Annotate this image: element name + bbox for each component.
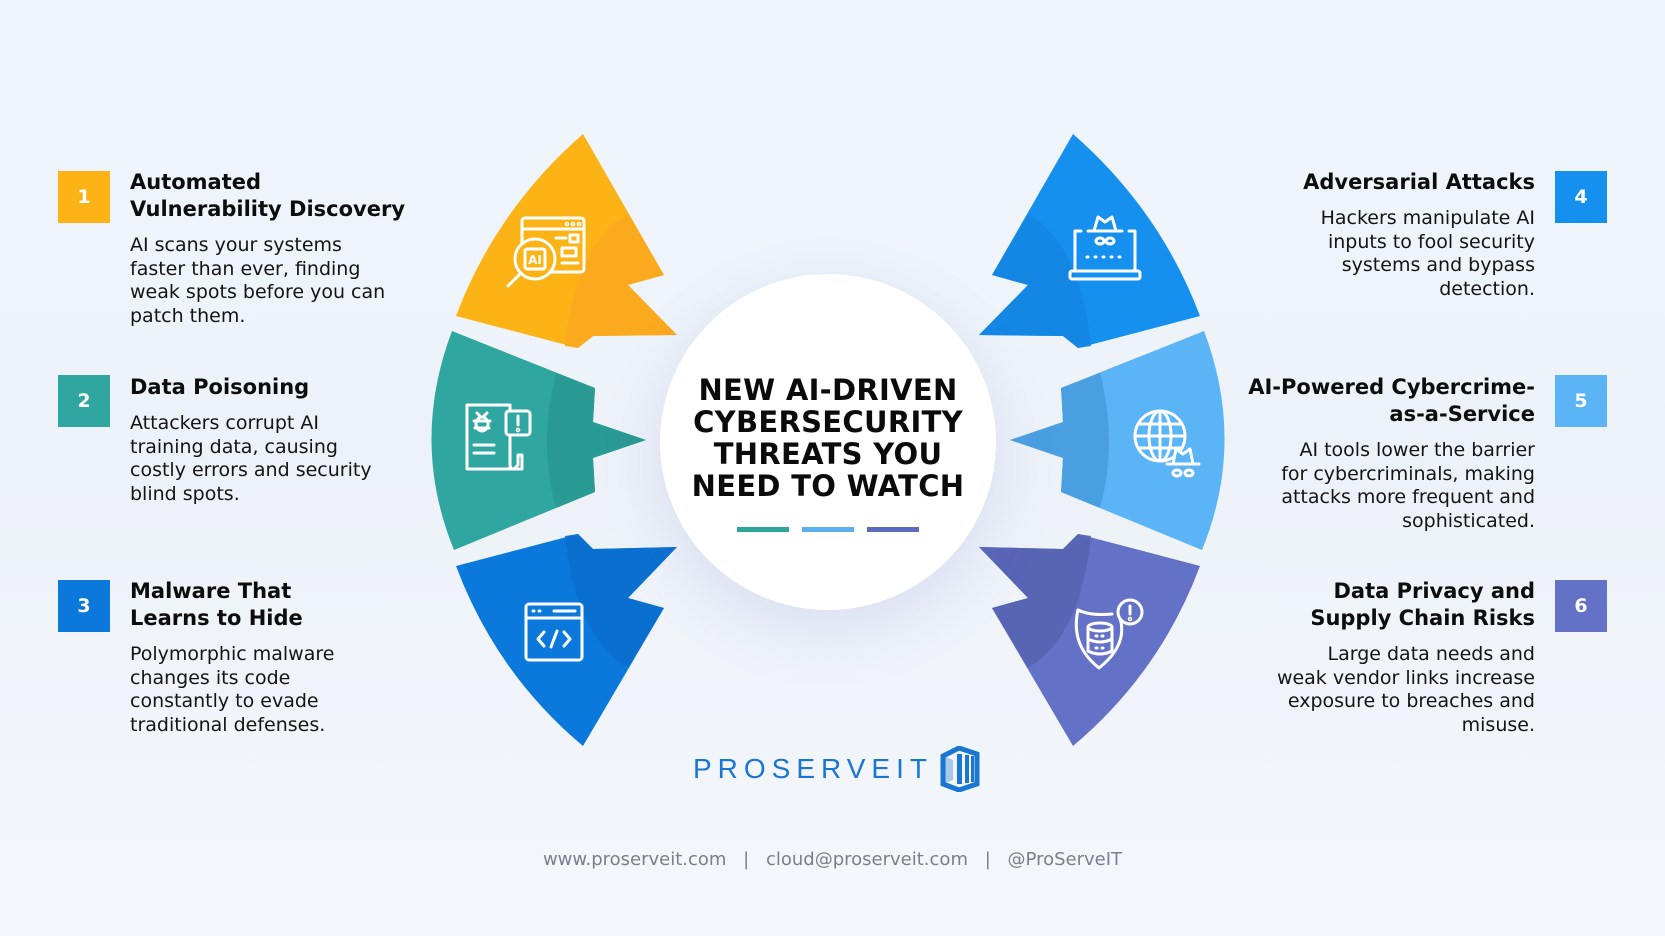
dash-indigo bbox=[867, 527, 919, 532]
footer-handle[interactable]: @ProServeIT bbox=[1007, 849, 1123, 870]
number-badge-5: 5 bbox=[1555, 375, 1607, 427]
brand-hexagon-icon bbox=[940, 746, 980, 792]
dash-light-blue bbox=[802, 527, 854, 532]
shield-database-alert-icon bbox=[1074, 598, 1144, 670]
bug-document-alert-icon bbox=[465, 403, 532, 471]
number-badge-1: 1 bbox=[58, 171, 110, 223]
code-window-icon bbox=[524, 602, 584, 662]
petal-1 bbox=[456, 134, 677, 348]
dash-teal bbox=[737, 527, 789, 532]
footer-contact: www.proserveit.com | cloud@proserveit.co… bbox=[0, 849, 1665, 870]
footer-email[interactable]: cloud@proserveit.com bbox=[765, 849, 968, 870]
globe-hacker-icon bbox=[1133, 409, 1201, 478]
title-line-4: NEED TO WATCH bbox=[691, 469, 965, 503]
number-badge-4: 4 bbox=[1555, 171, 1607, 223]
footer-separator: | bbox=[984, 849, 991, 870]
petal-5 bbox=[1010, 331, 1225, 550]
threat-title: Adversarial Attacks bbox=[1303, 170, 1535, 194]
center-title-circle: NEW AI-DRIVEN CYBERSECURITY THREATS YOU … bbox=[660, 274, 996, 610]
brand-logo: PROSERVEIT bbox=[693, 746, 981, 792]
footer-website[interactable]: www.proserveit.com bbox=[542, 849, 727, 870]
petal-3 bbox=[456, 534, 677, 746]
title-line-1: NEW AI-DRIVEN bbox=[698, 373, 958, 407]
title-line-3: THREATS YOU bbox=[713, 437, 943, 471]
ai-magnifier-browser-icon bbox=[506, 216, 586, 288]
threat-title: Data Poisoning bbox=[130, 375, 310, 399]
number-badge-6: 6 bbox=[1555, 580, 1607, 632]
footer-separator: | bbox=[743, 849, 750, 870]
brand-wordmark: PROSERVEIT bbox=[693, 753, 933, 784]
number-badge-2: 2 bbox=[58, 375, 110, 427]
threat-item-5: AI-Powered Cybercrime-as-a-Service AI to… bbox=[1205, 374, 1535, 533]
hacker-laptop-password-icon bbox=[1068, 215, 1142, 281]
petal-2 bbox=[431, 331, 646, 550]
number-badge-3: 3 bbox=[58, 580, 110, 632]
ai-label-glyph: AI bbox=[528, 253, 542, 267]
petal-4 bbox=[979, 134, 1200, 348]
title-dashes bbox=[737, 527, 919, 532]
page-title: NEW AI-DRIVEN CYBERSECURITY THREATS YOU … bbox=[678, 374, 978, 502]
threat-item-4: Adversarial Attacks Hackers manipulate A… bbox=[1235, 169, 1535, 301]
threat-title: AI-Powered Cybercrime-as-a-Service bbox=[1248, 375, 1535, 426]
title-line-2: CYBERSECURITY bbox=[693, 405, 963, 439]
